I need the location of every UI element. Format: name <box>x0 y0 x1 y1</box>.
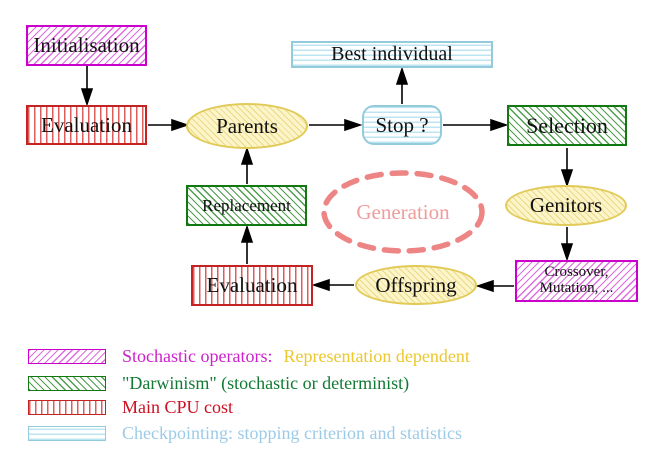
node-crossover-line1: Crossover, <box>544 264 609 281</box>
legend-swatch-green-hatch <box>28 376 106 391</box>
node-parents: Parents <box>186 103 308 149</box>
node-selection-label: Selection <box>526 112 608 138</box>
node-initialisation: Initialisation <box>26 25 147 66</box>
generation-label-text: Generation <box>356 199 450 224</box>
node-genitors-label: Genitors <box>529 193 603 218</box>
node-crossover-line2: Mutation, ... <box>539 280 614 296</box>
legend-label-checkpointing: Checkpointing: stopping criterion and st… <box>122 423 462 443</box>
legend-row-stochastic-operators: Stochastic operators: Representation dep… <box>28 346 470 367</box>
arrow-parents-to-stop <box>309 118 363 132</box>
arrow-selection-to-genitors <box>560 148 574 188</box>
arrow-evaluation-to-parents <box>148 118 190 132</box>
node-replacement-label: Replacement <box>202 195 291 215</box>
arrow-genitors-to-crossover <box>560 227 574 262</box>
arrow-stop-to-best-individual <box>395 66 409 104</box>
node-evaluation-top: Evaluation <box>26 105 147 145</box>
node-evaluation-bottom: Evaluation <box>191 265 313 306</box>
node-initialisation-label: Initialisation <box>33 33 140 58</box>
node-parents-label: Parents <box>216 113 278 138</box>
node-selection: Selection <box>507 105 627 146</box>
arrows <box>80 66 574 293</box>
node-evaluation-bottom-label: Evaluation <box>206 273 298 298</box>
arrow-initialisation-to-evaluation <box>80 66 94 107</box>
legend-row-main-cpu-cost: Main CPU cost <box>28 397 233 418</box>
arrow-offspring-to-evaluation <box>311 278 354 292</box>
legend-swatch-red-stripes <box>28 400 106 415</box>
legend-label-stochastic-operators: Stochastic operators: <box>122 346 273 366</box>
arrow-replacement-to-parents <box>240 146 254 184</box>
node-stop-label: Stop ? <box>375 112 429 137</box>
legend-swatch-cyan-stripes <box>28 426 106 441</box>
node-replacement: Replacement <box>186 185 307 226</box>
legend-label-main-cpu-cost: Main CPU cost <box>122 397 234 417</box>
legend-swatch-magenta-hatch <box>28 349 106 364</box>
node-offspring-label: Offspring <box>375 272 457 297</box>
legend-row-checkpointing: Checkpointing: stopping criterion and st… <box>28 423 462 444</box>
node-best-individual-label: Best individual <box>331 43 453 65</box>
arrow-evaluation-to-replacement <box>240 224 254 264</box>
generation-label: Generation <box>323 196 483 228</box>
node-evaluation-top-label: Evaluation <box>41 112 132 137</box>
arrow-stop-to-selection <box>443 118 509 132</box>
node-stop: Stop ? <box>362 105 442 145</box>
node-offspring: Offspring <box>355 265 477 305</box>
legend-label-representation-dependent: Representation dependent <box>283 346 470 366</box>
legend-row-darwinism: "Darwinism" (stochastic or determinist) <box>28 373 409 394</box>
arrow-crossover-to-offspring <box>475 279 514 293</box>
node-crossover-mutation: Crossover, Mutation, ... <box>515 260 638 302</box>
legend-label-darwinism: "Darwinism" (stochastic or determinist) <box>122 373 410 393</box>
node-genitors: Genitors <box>505 185 627 226</box>
node-best-individual: Best individual <box>291 41 493 68</box>
